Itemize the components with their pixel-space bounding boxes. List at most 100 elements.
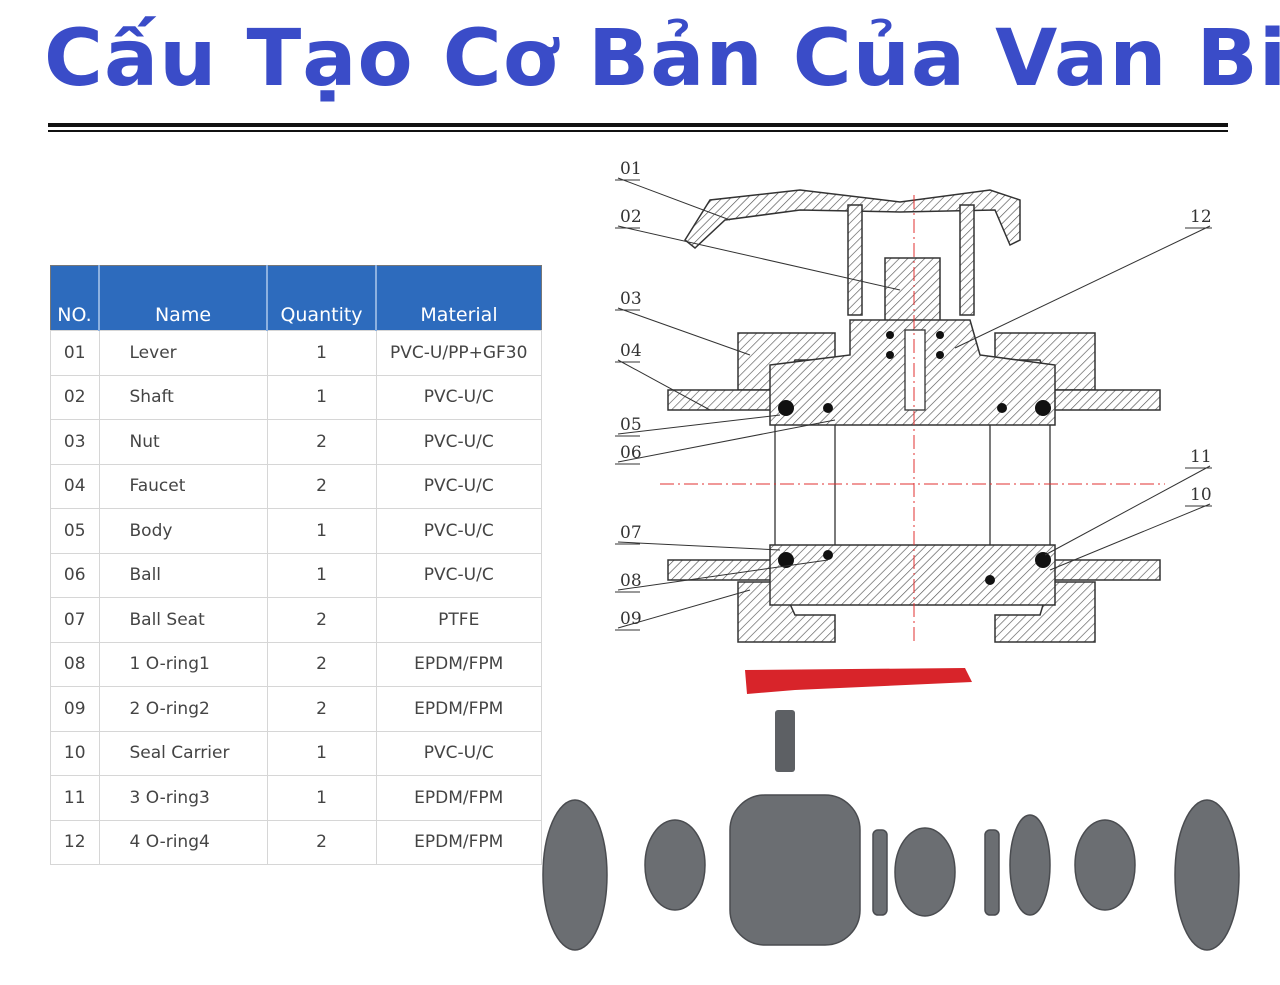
callout-label: 07 [620,523,642,543]
leader-lines [615,177,1212,631]
faucet-left-top [667,389,779,411]
cell-no: 07 [50,597,100,643]
cell-name: Lever [98,330,268,376]
body-bottom [769,544,1056,606]
callout-label: 10 [1190,485,1212,505]
cell-quantity: 1 [266,730,377,776]
red-lever-icon [745,668,972,694]
cell-no: 02 [50,374,100,420]
faucet-right-top [1049,389,1161,411]
cell-quantity: 2 [266,597,377,643]
header-no: NO. [50,265,100,331]
seat-left [872,829,888,916]
callout-label: 08 [620,571,642,591]
ball [894,827,956,917]
cell-quantity: 1 [266,330,377,376]
cell-name: Nut [98,419,268,465]
o-rings [778,331,1051,585]
callout-label: 06 [620,443,642,463]
page-title: Cấu Tạo Cơ Bản Của Van Bi [44,14,1280,104]
cell-name: 1 O-ring1 [98,641,268,687]
cell-no: 08 [50,641,100,687]
cell-quantity: 2 [266,419,377,465]
cell-material: PVC-U/C [375,463,542,509]
cell-material: EPDM/FPM [375,641,542,687]
cell-no: 06 [50,552,100,598]
cell-name: Ball [98,552,268,598]
lever-stem-right [959,204,975,316]
callout-label: 01 [620,159,642,179]
title-rule-thin [48,130,1228,132]
cell-no: 01 [50,330,100,376]
cell-quantity: 2 [266,463,377,509]
callout-label: 04 [620,341,642,361]
cell-quantity: 1 [266,374,377,420]
seal-carrier [1009,814,1051,916]
callout-label: 09 [620,609,642,629]
cell-name: 2 O-ring2 [98,686,268,732]
cell-no: 12 [50,819,100,865]
cell-name: Faucet [98,463,268,509]
cell-quantity: 1 [266,775,377,821]
header-name: Name [99,265,268,331]
header-material: Material [376,265,542,331]
cell-name: Seal Carrier [98,730,268,776]
table-header: NO. Name Quantity Material [50,265,542,331]
cell-quantity: 2 [266,641,377,687]
cell-name: Body [98,508,268,554]
cell-no: 03 [50,419,100,465]
stem-part [775,710,795,772]
cell-material: PVC-U/PP+GF30 [375,330,542,376]
cell-material: PVC-U/C [375,419,542,465]
exploded-view [542,668,1240,951]
callout-label: 12 [1190,207,1212,227]
header-quantity: Quantity [267,265,377,331]
cell-name: 3 O-ring3 [98,775,268,821]
cell-name: 4 O-ring4 [98,819,268,865]
seat-right [984,829,1000,916]
cell-material: EPDM/FPM [375,686,542,732]
cell-no: 10 [50,730,100,776]
cell-material: EPDM/FPM [375,819,542,865]
callout-label: 11 [1190,447,1212,467]
callout-label: 02 [620,207,642,227]
end-connector-right [1074,819,1136,911]
cell-name: Ball Seat [98,597,268,643]
lever-section [684,189,1021,249]
cell-quantity: 2 [266,686,377,732]
end-connector-left [644,819,706,911]
title-rule-thick [48,123,1228,127]
cell-material: PVC-U/C [375,730,542,776]
center-lines [660,195,1165,645]
cell-quantity: 1 [266,508,377,554]
ball-valve-cross-section: 01 02 03 04 05 06 07 08 09 10 11 12 [615,159,1212,645]
cell-no: 05 [50,508,100,554]
cell-material: PVC-U/C [375,508,542,554]
cell-quantity: 1 [266,552,377,598]
cell-material: PTFE [375,597,542,643]
cell-no: 11 [50,775,100,821]
cell-material: PVC-U/C [375,552,542,598]
valve-body [729,794,861,946]
callout-label: 05 [620,415,642,435]
nut-bottom-right [994,581,1096,643]
cell-name: Shaft [98,374,268,420]
cell-no: 04 [50,463,100,509]
callout-label: 03 [620,289,642,309]
union-nut-left [542,799,608,951]
cell-material: EPDM/FPM [375,775,542,821]
cell-quantity: 2 [266,819,377,865]
union-nut-right [1174,799,1240,951]
cell-no: 09 [50,686,100,732]
